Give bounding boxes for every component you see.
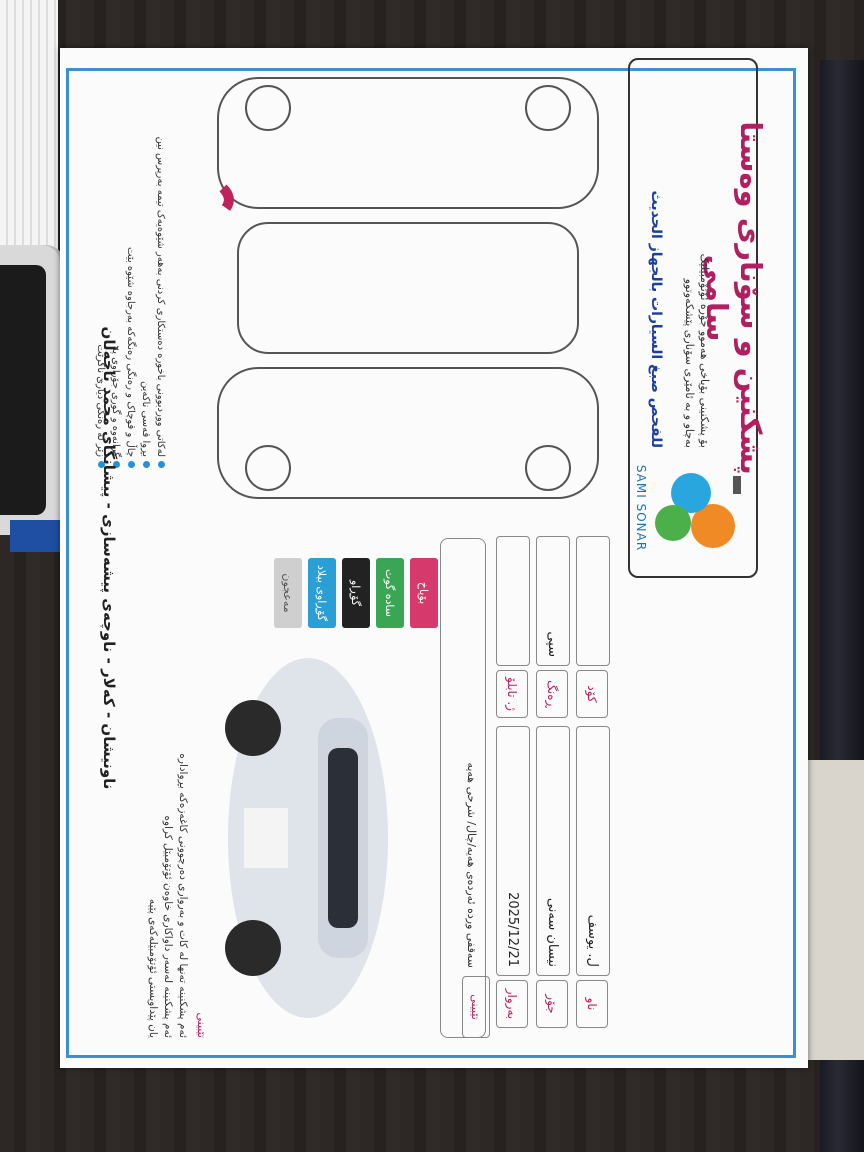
disclaimer-2: بڕوا قەسی ناکەین	[138, 78, 153, 468]
disclaimer-1: لەکاتی ووردبوونی باخورە دەستکاری کردنی ب…	[153, 78, 168, 468]
legend-new: سادە گوت	[376, 558, 404, 628]
date-field: 2025/12/21	[496, 726, 530, 976]
plate-label: ژ. تابلۆ	[496, 670, 528, 718]
car-side-right	[217, 367, 599, 499]
warning-line-2: ئەم پشکنینە لەسەر داواکاری خاوەن ئۆتۆمبێ…	[162, 815, 174, 1038]
disclaimer-3: چاڵ و قوچاک و رەنگی رەنگەکە بەرجاوە شێوە…	[123, 78, 138, 468]
date-label: بەروار	[496, 980, 528, 1028]
logo-blue	[671, 473, 711, 513]
warning-line-3: یان پێداویستی ئۆتۆمبێلەکەی پێیە	[147, 898, 159, 1038]
plate-cover	[244, 808, 288, 868]
paper-stack	[0, 0, 58, 250]
logo-orange	[691, 504, 735, 548]
legend-paint: بۆیاخ	[410, 558, 438, 628]
name-label: ناو	[576, 980, 608, 1028]
subtitle-line-1: بۆ پشکنینی بۆیاخی هەموو جۆرە ئۆتۆمبێلێک	[698, 253, 711, 448]
car-top	[237, 222, 579, 354]
notes-box	[440, 538, 486, 1038]
car-wheel-front	[225, 700, 281, 756]
warnings-text: ئەم پشکنینە تەنها لە کات و بەرواری دەرچو…	[145, 658, 190, 1038]
code-label: کۆد	[576, 670, 608, 718]
wheel-3	[525, 445, 571, 491]
logo-text: SAMI SONAR	[634, 464, 648, 552]
phone-screen	[0, 265, 46, 515]
form-subtitle: بۆ پشکنینی بۆیاخی هەموو جۆرە ئۆتۆمبێلێک …	[682, 148, 712, 448]
notes-text: سەقفی ورده ئەردەی هەیە/چال/ شرحی هەیە	[465, 762, 478, 968]
subtitle-line-2: بەچاو و بە ئامێری سۆناری پێشکەوتوو	[683, 278, 696, 448]
name-field: ل. یوسف	[576, 726, 610, 976]
legend-changed-part: گۆڕاوی بیلاد	[308, 558, 336, 628]
paint-mark	[219, 184, 234, 211]
logo-brush	[733, 476, 741, 494]
legend-putty: مەعجون	[274, 558, 302, 628]
color-label: ڕەنگ	[536, 670, 568, 718]
plate-field	[496, 536, 530, 666]
car-photo	[225, 658, 388, 1018]
form-title: پشکنین و سۆناری وەستا سامی	[700, 121, 768, 475]
wheel-1	[525, 85, 571, 131]
arabic-subtitle: للفحص صبغ السيارات بالجهاز الحديث	[648, 190, 664, 448]
form-frame	[66, 68, 796, 1058]
form-content: پشکنین و سۆناری وەستا سامی بۆ پشکنینی بۆ…	[60, 48, 808, 1068]
footer-address: ناونیشان - کەلار - ناوچەی پیشەسازی - پیش…	[100, 326, 118, 790]
wheel-2	[245, 85, 291, 131]
type-label: جۆر	[536, 980, 568, 1028]
car-wheel-back	[225, 920, 281, 976]
wheel-4	[245, 445, 291, 491]
code-field	[576, 536, 610, 666]
logo-green	[655, 505, 691, 541]
legend-changed: گۆڕاو	[342, 558, 370, 628]
warnings-label: تێبینی	[195, 1012, 208, 1038]
car-side-left	[217, 77, 599, 209]
warning-line-1: ئەم پشکنینە تەنها لە کات و بەرواری دەرچو…	[177, 753, 189, 1038]
logo-icon	[655, 473, 741, 548]
car-diagram	[217, 77, 599, 499]
type-field: نیسان سەنی	[536, 726, 570, 976]
inspection-form: پشکنین و سۆناری وەستا سامی بۆ پشکنینی بۆ…	[60, 48, 808, 1068]
color-field: سپی	[536, 536, 570, 666]
phone	[0, 245, 64, 535]
car-window	[328, 748, 358, 928]
